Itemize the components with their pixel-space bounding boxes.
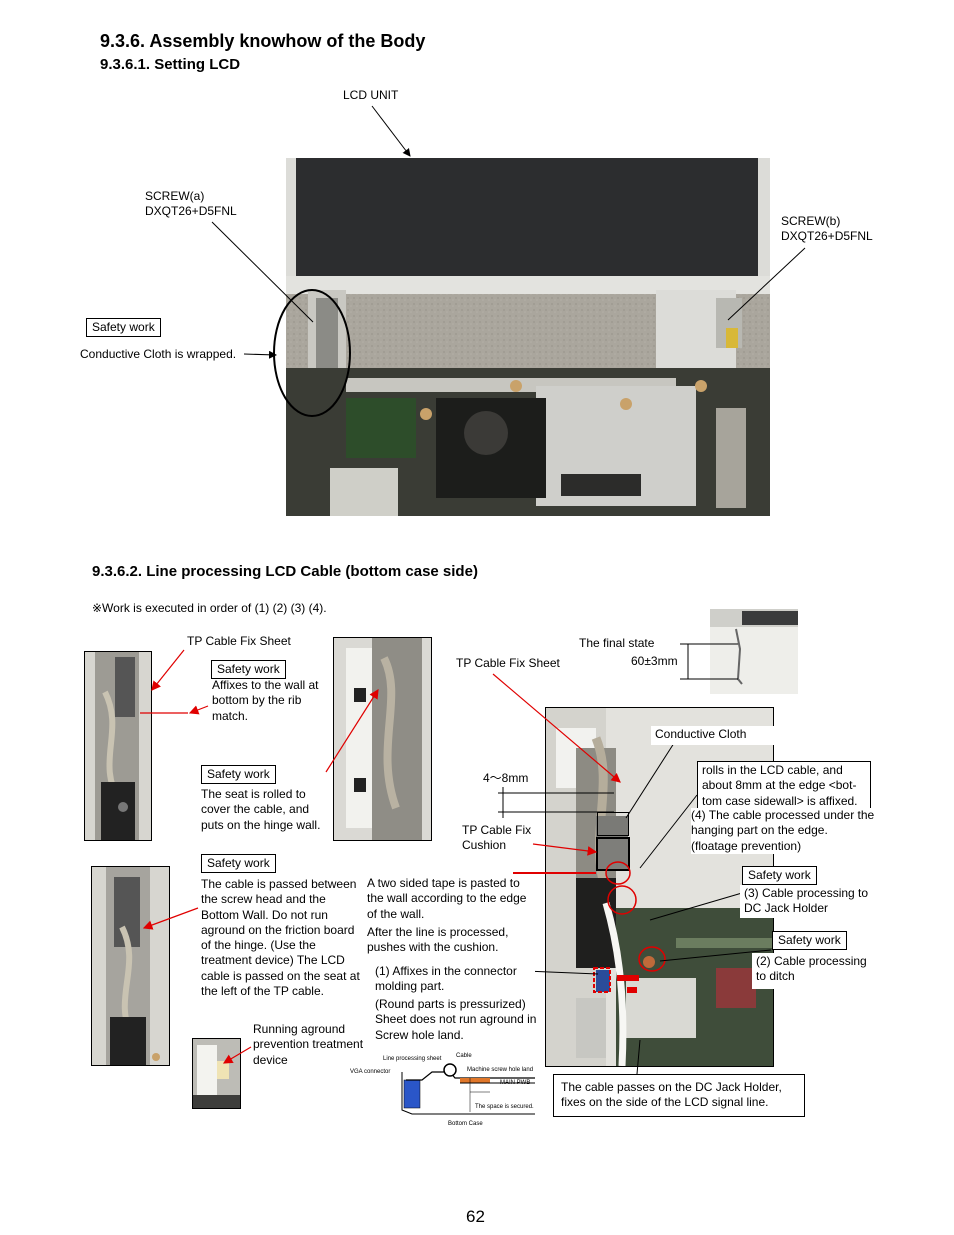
diagram-bottom-case: Bottom Case (448, 1121, 483, 1127)
tp-cable-fix-sheet-center-label: TP Cable Fix Sheet (456, 656, 560, 670)
aground-prevention-device-photo (192, 1038, 241, 1109)
section1-leaders (211, 105, 806, 359)
final-state-label: The final state (579, 636, 655, 650)
affixes-wall-text: Affixes to the wall at bottom by the rib… (212, 678, 319, 723)
hinge-photo-2 (333, 637, 432, 841)
diagram-machine-screw: Machine screw hole land (467, 1067, 534, 1073)
running-aground-text: Running aground prevention treatment dev… (253, 1022, 364, 1067)
diagram-main-pwb: MAIN PWB (500, 1080, 531, 1086)
safety-work-badge-5: Safety work (772, 931, 847, 950)
step1-text: (1) Affixes in the connector molding par… (375, 964, 535, 995)
conductive-cloth-wrapped-label: Conductive Cloth is wrapped. (80, 347, 237, 361)
diagram-vga-connector: VGA connector (350, 1069, 391, 1075)
order-note: ※Work is executed in order of (1) (2) (3… (92, 601, 327, 615)
dim-60-label: 60±3mm (631, 654, 678, 668)
tp-cable-fix-sheet-left-label: TP Cable Fix Sheet (187, 634, 291, 648)
safety-work-badge-3: Safety work (201, 854, 276, 873)
lcd-unit-photo (286, 158, 770, 516)
cable-passed-text: The cable is passed between the screw he… (201, 877, 360, 999)
section1-title: 9.3.6.1. Setting LCD (100, 56, 241, 73)
section2-title: 9.3.6.2. Line processing LCD Cable (bott… (92, 563, 478, 580)
page-heading: 9.3.6. Assembly knowhow of the Body (100, 31, 426, 51)
page-number: 62 (466, 1207, 485, 1226)
safety-work-badge: Safety work (86, 318, 161, 337)
conductive-cloth-label: Conductive Cloth (651, 726, 777, 745)
hinge-photo-1 (84, 651, 152, 841)
safety-work-badge-1: Safety work (211, 660, 286, 679)
lcd-unit-label: LCD UNIT (343, 88, 399, 102)
center-photo-markers (593, 861, 666, 993)
diagram-cable: Cable (456, 1053, 472, 1059)
safety-work-badge-4: Safety work (742, 866, 817, 885)
dim-4-8-label: 4～8mm (483, 771, 529, 785)
hinge-photo-3 (91, 866, 170, 1066)
step4-text: (4) The cable processed under the hangin… (691, 808, 877, 854)
step3-text: (3) Cable processing to DC Jack Holder (740, 885, 878, 918)
round-parts-text: (Round parts is pressurized) Sheet does … (375, 997, 537, 1042)
safety-work-badge-2: Safety work (201, 765, 276, 784)
tp-cable-fix-cushion-label: TP Cable Fix Cushion (462, 823, 532, 853)
bottom-case-photo (545, 707, 774, 1067)
rolls-in-text: rolls in the LCD cable, and about 8mm at… (697, 761, 871, 811)
after-line-text: After the line is processed, pushes with… (367, 925, 509, 955)
diagram-line-processing-sheet: Line processing sheet (383, 1056, 442, 1062)
dc-jack-note: The cable passes on the DC Jack Holder, … (553, 1074, 805, 1117)
cross-section-diagram (401, 1063, 535, 1115)
screw-a-label: SCREW(a) DXQT26+D5FNL (145, 189, 237, 218)
two-sided-tape-text: A two sided tape is pasted to the wall a… (367, 876, 527, 921)
diagram-space-secured: The space is secured. (475, 1104, 534, 1110)
seat-rolled-text: The seat is rolled to cover the cable, a… (201, 787, 321, 832)
screw-b-label: SCREW(b) DXQT26+D5FNL (781, 214, 873, 243)
final-state-photo (710, 609, 798, 694)
step2-text: (2) Cable processing to ditch (752, 953, 880, 989)
